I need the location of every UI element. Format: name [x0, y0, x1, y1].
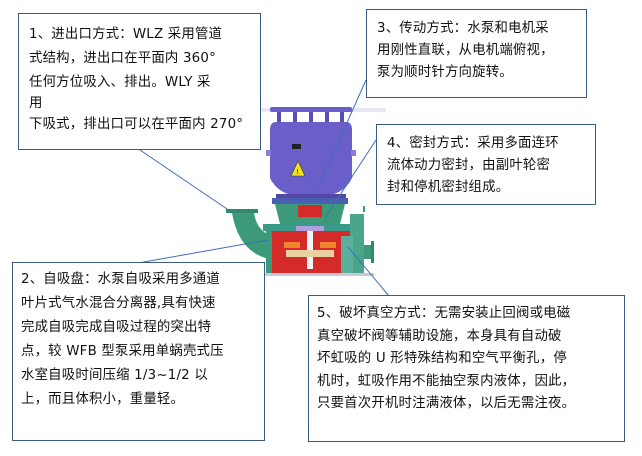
connector-4: [324, 139, 377, 219]
callout-3-line-2: 用刚性直联，从电机端俯视，: [377, 43, 554, 58]
separator-tank: [341, 206, 374, 274]
warning-icon: [290, 160, 306, 177]
svg-text:!: !: [296, 168, 299, 176]
bracket: [275, 204, 345, 224]
callout-4-line-1: 4、密封方式：采用多面连环: [387, 136, 559, 151]
callout-2-line-3: 完成自吸完成自吸过程的突出特: [21, 320, 212, 335]
callout-1-line-4: 用: [29, 96, 43, 111]
callout-inlet-outlet: 1、进出口方式：WLZ 采用管道 式结构，进出口在平面内 360° 任何方位吸入…: [18, 13, 261, 150]
callout-self-priming-disc: 2、自吸盘：水泵自吸采用多通道 叶片式气水混合分离器,具有快速 完成自吸完成自吸…: [12, 262, 265, 441]
callout-5-line-5: 只要首次开机时注满液体，以后无需注夜。: [317, 396, 576, 411]
connector-lines: [137, 79, 390, 297]
callout-1-line-2: 式结构，进出口在平面内 360°: [29, 51, 217, 66]
connector-2: [137, 239, 269, 264]
callout-4-line-2: 流体动力密封，由副叶轮密: [387, 158, 551, 173]
connector-1: [139, 149, 231, 212]
callout-seal: 4、密封方式：采用多面连环 流体动力密封，由副叶轮密 封和停机密封组成。: [376, 124, 596, 205]
callout-2-line-1: 2、自吸盘：水泵自吸采用多通道: [21, 272, 220, 287]
callout-2-line-4: 点，较 WFB 型泵采用单蜗壳式压: [21, 344, 224, 359]
connector-3: [317, 79, 367, 189]
callout-1-line-5: 下吸式，排出口可以在平面内 270°: [29, 117, 244, 132]
callout-2-line-5: 水室自吸时间压缩 1/3~1/2 以: [21, 368, 208, 383]
callout-2-line-2: 叶片式气水混合分离器,具有快速: [21, 296, 216, 311]
callout-1-line-3: 任何方位吸入、排出。WLY 采: [29, 75, 211, 90]
pump-body: [263, 224, 355, 274]
callout-3-line-1: 3、传动方式：水泵和电机采: [377, 21, 549, 36]
callout-vacuum-break: 5、破坏真空方式：无需安装止回阀或电磁 真空破坏阀等辅助设施，本身具有自动破 坏…: [308, 295, 625, 442]
motor: !: [266, 107, 356, 204]
callout-5-line-2: 真空破坏阀等辅助设施，本身具有自动破: [317, 328, 562, 344]
callout-2-line-6: 上，而且体积小，重量轻。: [21, 392, 185, 407]
callout-3-line-3: 泵为顺时针方向旋转。: [377, 65, 513, 80]
callout-5-line-1: 5、破坏真空方式：无需安装止回阀或电磁: [317, 306, 571, 321]
callout-1-line-1: 1、进出口方式：WLZ 采用管道: [29, 27, 223, 42]
connector-5: [347, 246, 390, 297]
callout-5-line-3: 坏虹吸的 U 形特殊结构和空气平衡孔，停: [317, 351, 567, 366]
base-plate: [262, 273, 374, 276]
callout-transmission: 3、传动方式：水泵和电机采 用刚性直联，从电机端俯视， 泵为顺时针方向旋转。: [366, 9, 587, 98]
callout-5-line-4: 机时，虹吸作用不能抽空泵内液体，因此，: [317, 373, 576, 389]
callout-4-line-3: 封和停机密封组成。: [387, 180, 510, 195]
